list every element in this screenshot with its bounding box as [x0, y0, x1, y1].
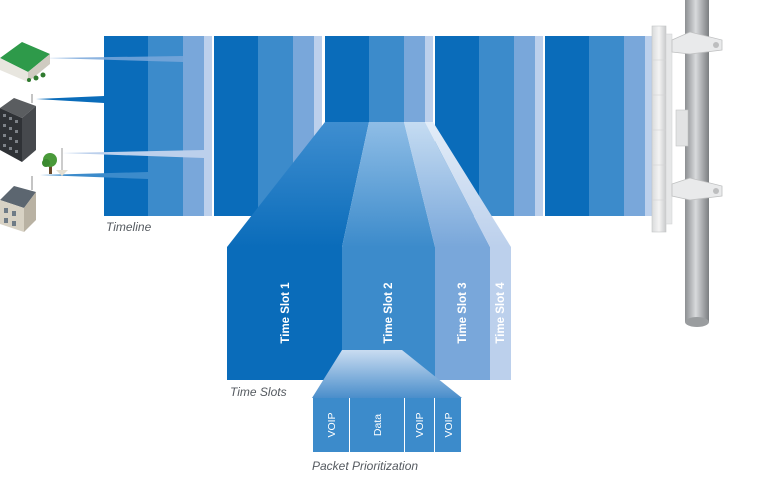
time-slot-1-label: Time Slot 1	[280, 282, 292, 344]
time-slot-4-block	[490, 247, 511, 380]
timeline-frame	[104, 36, 212, 216]
packet-label: Data	[372, 414, 384, 436]
signal-beams	[36, 56, 204, 179]
time-slot-expansion	[227, 122, 511, 247]
time-slot-1-block	[227, 247, 342, 380]
time-slots: Time Slot 1 Time Slot 2 Time Slot 3 Time…	[227, 247, 511, 380]
packet-block	[313, 398, 349, 452]
time-slots-label: Time Slots	[230, 385, 287, 399]
packet-block	[435, 398, 461, 452]
packets: VOIP Data VOIP VOIP	[313, 398, 461, 452]
time-slot-3-block	[435, 247, 490, 380]
time-slot-2-label: Time Slot 2	[383, 282, 395, 343]
packet-block	[405, 398, 434, 452]
time-slot-3-label: Time Slot 3	[457, 282, 469, 343]
time-slot-4-label: Time Slot 4	[495, 282, 507, 344]
packet-prioritization-label: Packet Prioritization	[312, 459, 418, 473]
apartment-building-icon	[0, 94, 36, 162]
house-icon	[0, 176, 36, 232]
office-building-icon	[0, 42, 50, 82]
packet-label: VOIP	[414, 412, 426, 437]
timeline-label: Timeline	[106, 220, 152, 234]
tree-icon	[42, 148, 68, 176]
antenna-mast-icon	[651, 0, 723, 327]
packet-label: VOIP	[326, 412, 338, 437]
packet-label: VOIP	[443, 412, 455, 437]
packet-expansion	[312, 350, 462, 398]
timeline-frame	[545, 36, 653, 216]
packet-block	[350, 398, 404, 452]
timeline-frame	[325, 36, 433, 122]
